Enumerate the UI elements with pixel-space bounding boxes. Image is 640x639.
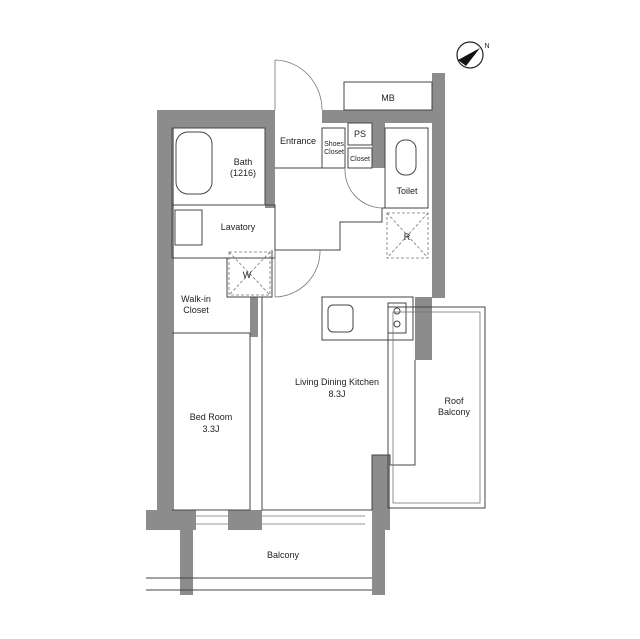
- room-label-lavatory: Lavatory: [221, 222, 256, 232]
- room-label-toilet: Toilet: [396, 186, 418, 196]
- interior-lines: [146, 59, 486, 591]
- room-label-bedroom-1: Bed Room: [190, 412, 233, 422]
- room-label-shoes-closet-1: Shoes: [324, 141, 344, 148]
- room-label-refrigerator: R: [404, 232, 411, 242]
- room-label-bath-2: (1216): [230, 168, 256, 178]
- room-label-bath-1: Bath: [234, 157, 253, 167]
- room-label-roof-balcony-2: Balcony: [438, 407, 471, 417]
- room-label-entrance: Entrance: [280, 136, 316, 146]
- room-label-roof-balcony-1: Roof: [444, 396, 464, 406]
- room-label-ldk-2: 8.3J: [328, 389, 345, 399]
- room-label-ps: PS: [354, 129, 366, 139]
- room-label-closet: Closet: [350, 156, 370, 163]
- room-label-balcony: Balcony: [267, 550, 300, 560]
- north-arrow-icon: N: [456, 41, 490, 69]
- room-label-mb: MB: [381, 93, 395, 103]
- room-label-ldk-1: Living Dining Kitchen: [295, 377, 379, 387]
- compass-label: N: [484, 43, 489, 50]
- room-label-shoes-closet-2: Closet: [324, 149, 344, 156]
- room-label-walkin-closet-2: Closet: [183, 305, 209, 315]
- room-label-walkin-closet-1: Walk-in: [181, 294, 211, 304]
- walls: [146, 73, 445, 595]
- room-label-bedroom-2: 3.3J: [202, 424, 219, 434]
- room-label-washer: W: [243, 270, 252, 280]
